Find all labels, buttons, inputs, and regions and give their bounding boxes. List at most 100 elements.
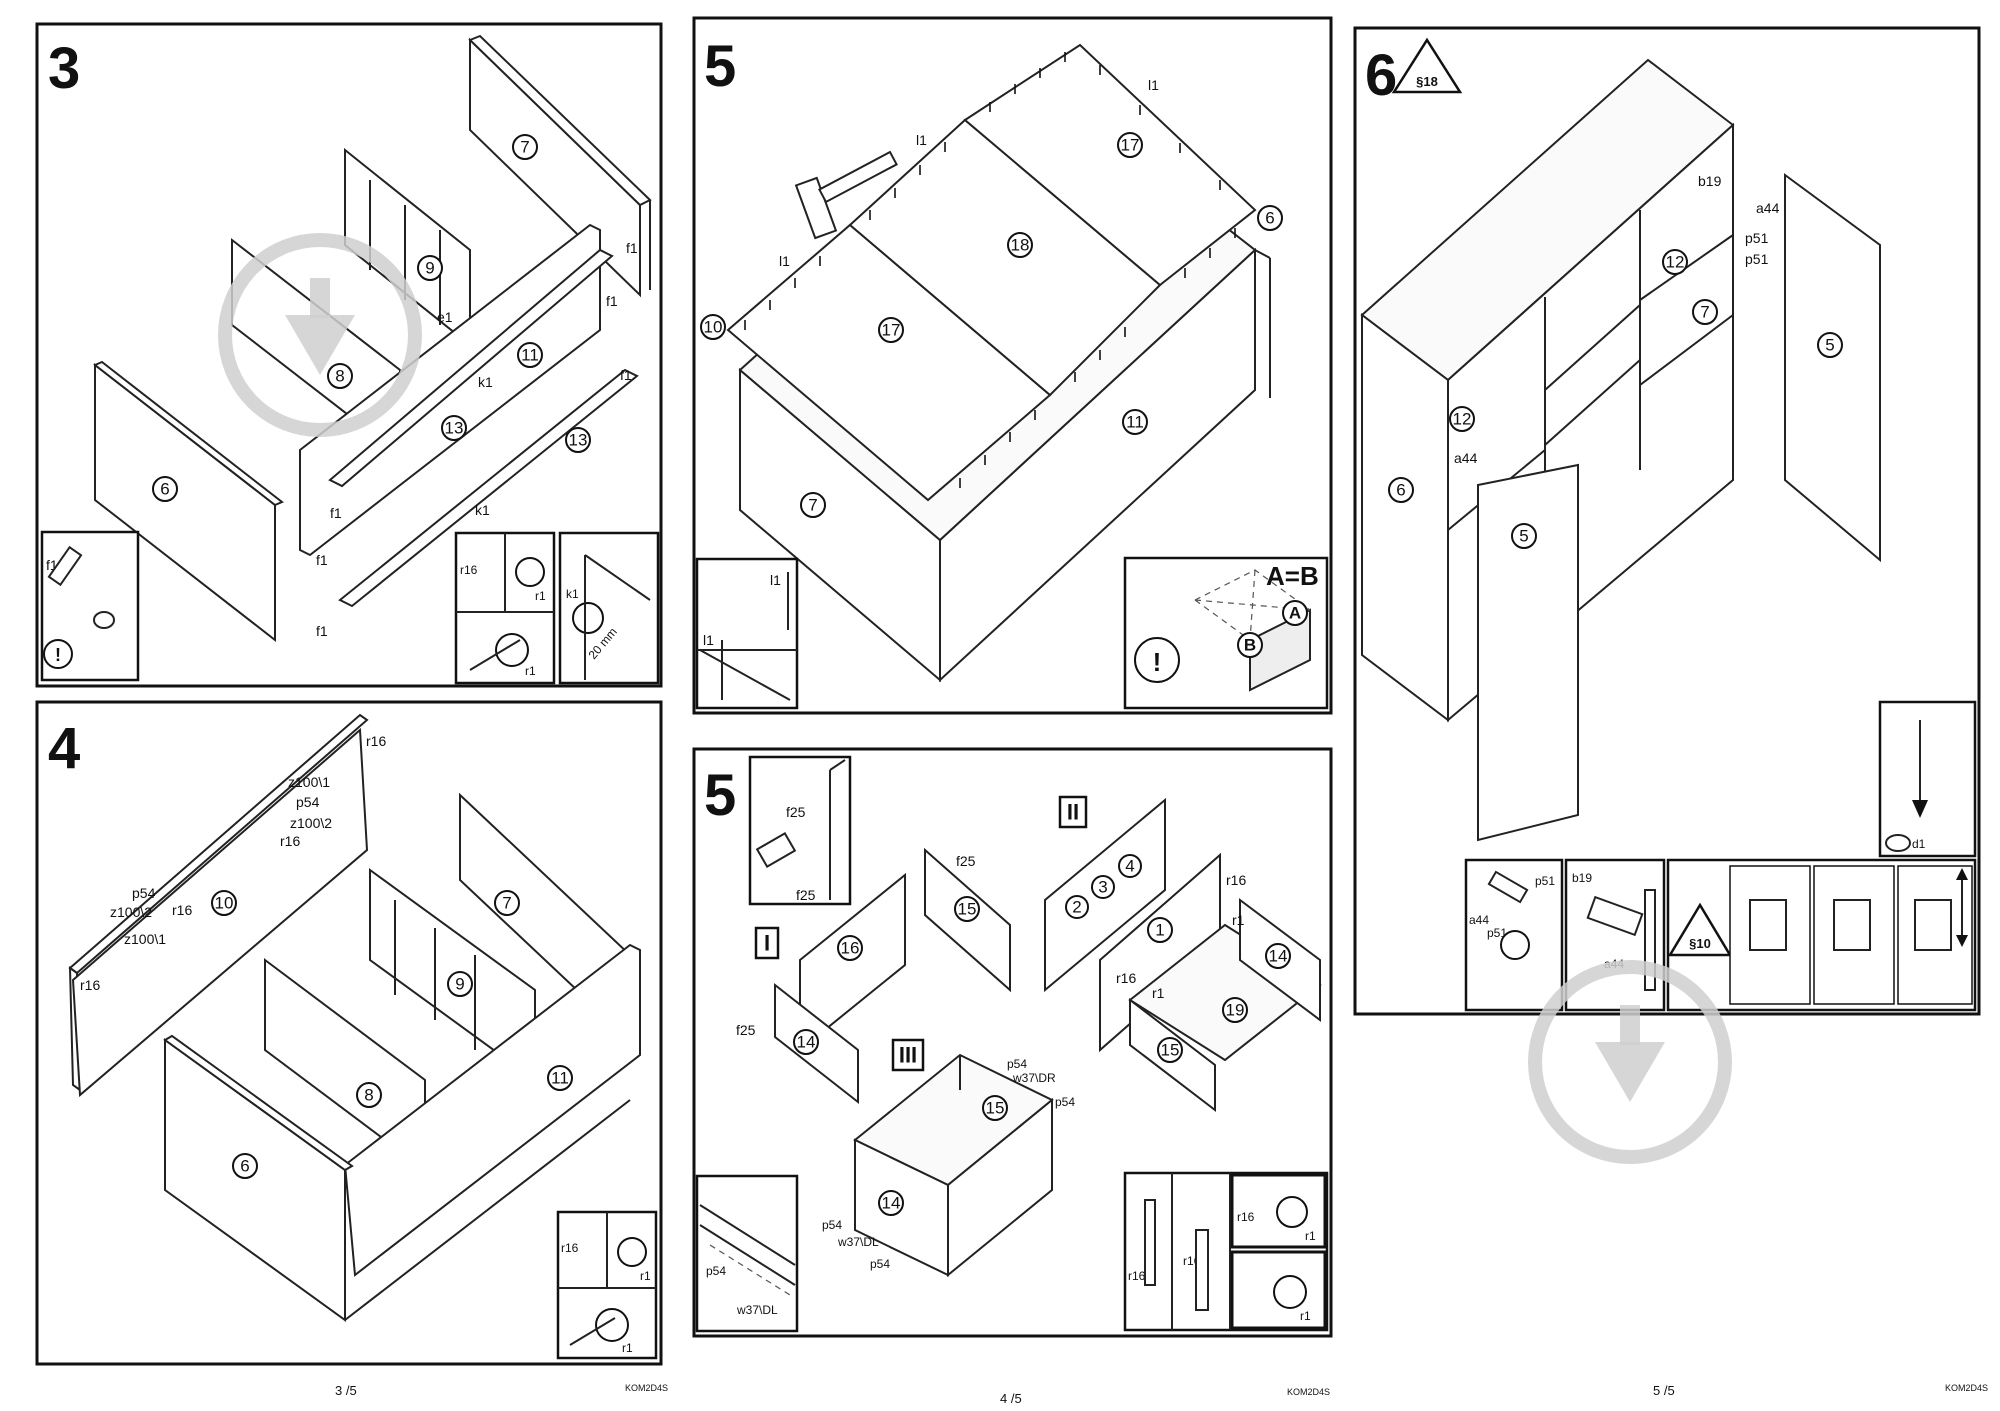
svg-text:f1: f1	[46, 557, 58, 573]
svg-text:§18: §18	[1416, 74, 1438, 89]
step-4-panel: 4 10 7 9 8 11 6 r16 z100\1 p54 z100\2 r1…	[35, 700, 663, 1366]
svg-text:9: 9	[455, 975, 464, 994]
door-5-right	[1784, 173, 1881, 563]
page-number: 3 /5	[335, 1383, 357, 1398]
doc-code: KOM2D4S	[625, 1383, 668, 1393]
svg-text:p51: p51	[1745, 251, 1769, 267]
part-label-15: 15	[954, 896, 980, 922]
svg-text:f25: f25	[956, 853, 976, 869]
part-label-5: 5	[1817, 332, 1843, 358]
hw-z100-1: z100\1	[124, 931, 166, 947]
part-label-13b: 13	[565, 427, 591, 453]
svg-text:p51: p51	[1535, 874, 1555, 888]
part-label-7: 7	[1692, 299, 1718, 325]
note-a: A	[1289, 604, 1301, 623]
back-panel-17b	[963, 43, 1257, 287]
note-a-equals-b: A=B	[1266, 561, 1319, 591]
svg-text:I: I	[764, 931, 770, 956]
svg-text:l1: l1	[703, 632, 714, 648]
svg-text:5: 5	[1519, 527, 1528, 546]
inset-dowel-f25	[748, 755, 852, 906]
part-label-6: 6	[1257, 205, 1283, 231]
roman-i: I	[754, 926, 780, 960]
hw-l1: l1	[1148, 77, 1159, 93]
step-number: 3	[48, 36, 80, 101]
page-number: 4 /5	[1000, 1391, 1022, 1406]
svg-text:6: 6	[240, 1157, 249, 1176]
svg-text:5: 5	[1825, 336, 1834, 355]
part-label-17b: 17	[1117, 132, 1143, 158]
part-label-1: 1	[1147, 917, 1173, 943]
part-label-14: 14	[1265, 943, 1291, 969]
hw-r16: r16	[80, 977, 100, 993]
door-5-left	[1477, 463, 1579, 842]
svg-text:r1: r1	[1152, 985, 1165, 1001]
svg-text:r1: r1	[622, 1341, 633, 1355]
svg-text:2: 2	[1072, 898, 1081, 917]
hw-r16: r16	[172, 902, 192, 918]
svg-text:7: 7	[1700, 303, 1709, 322]
svg-text:III: III	[899, 1043, 917, 1068]
hw-z100-2: z100\2	[290, 815, 332, 831]
svg-text:r1: r1	[525, 664, 536, 678]
svg-text:r1: r1	[640, 1269, 651, 1283]
part-label-15: 15	[1157, 1037, 1183, 1063]
part-label-4: 4	[1118, 854, 1142, 878]
step-number: 6	[1365, 43, 1397, 108]
hw-l1: l1	[779, 253, 790, 269]
svg-text:r16: r16	[1237, 1210, 1255, 1224]
svg-text:12: 12	[1453, 410, 1472, 429]
svg-text:p54: p54	[706, 1264, 726, 1278]
svg-text:r1: r1	[1232, 912, 1245, 928]
panel-15	[947, 1097, 1053, 1278]
step-5-top-panel: 5	[692, 16, 1333, 715]
hw-k1: k1	[478, 374, 493, 390]
hw-f1: f1	[316, 623, 328, 639]
svg-text:6: 6	[160, 480, 169, 499]
svg-text:!: !	[1153, 647, 1162, 677]
roman-ii: II	[1058, 795, 1088, 829]
svg-text:p54: p54	[822, 1218, 842, 1232]
inset-nail	[695, 557, 799, 710]
svg-text:7: 7	[502, 894, 511, 913]
watermark-icon	[218, 233, 422, 437]
hw-p54: p54	[296, 794, 320, 810]
svg-text:7: 7	[808, 496, 817, 515]
part-label-18: 18	[1007, 232, 1033, 258]
svg-text:r1: r1	[535, 589, 546, 603]
svg-text:6: 6	[1265, 209, 1274, 228]
svg-text:r16: r16	[1128, 1269, 1146, 1283]
part-label-17a: 17	[878, 317, 904, 343]
svg-text:w37\DL: w37\DL	[736, 1303, 778, 1317]
hammer-icon	[794, 150, 898, 240]
part-label-8: 8	[356, 1082, 382, 1108]
part-label-5: 5	[1511, 523, 1537, 549]
note-b: B	[1244, 636, 1256, 655]
hw-f1: f1	[606, 293, 618, 309]
svg-text:k1: k1	[566, 587, 579, 601]
hw-z100-1: z100\1	[288, 774, 330, 790]
svg-text:7: 7	[520, 138, 529, 157]
svg-text:17: 17	[882, 321, 901, 340]
svg-text:17: 17	[1121, 136, 1140, 155]
part-label-14: 14	[878, 1190, 904, 1216]
part-label-2: 2	[1065, 895, 1089, 919]
inset-runner	[695, 1174, 799, 1333]
svg-text:18: 18	[1011, 236, 1030, 255]
hw-z100-2: z100\2	[110, 904, 152, 920]
part-label-7: 7	[800, 492, 826, 518]
part-label-11: 11	[547, 1065, 573, 1091]
part-label-19: 19	[1222, 997, 1248, 1023]
svg-text:14: 14	[1269, 947, 1288, 966]
hw-r16: r16	[366, 733, 386, 749]
part-label-6: 6	[1388, 477, 1414, 503]
svg-text:16: 16	[841, 939, 860, 958]
svg-text:15: 15	[986, 1099, 1005, 1118]
svg-text:11: 11	[551, 1069, 569, 1088]
svg-text:w37\DR: w37\DR	[1012, 1071, 1056, 1085]
svg-text:3: 3	[1098, 878, 1107, 897]
svg-text:p54: p54	[1007, 1057, 1027, 1071]
svg-text:r1: r1	[1305, 1229, 1316, 1243]
svg-text:12: 12	[1666, 253, 1685, 272]
